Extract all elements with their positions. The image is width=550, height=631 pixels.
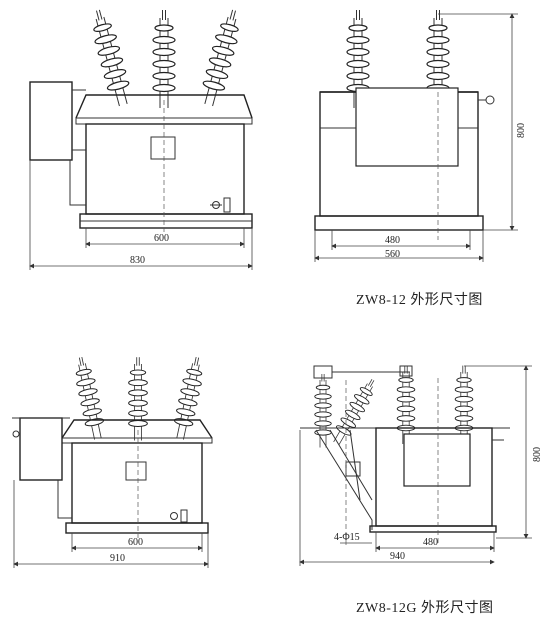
dim-4-phi15: 4-Φ15 bbox=[334, 532, 360, 543]
g-side-bushing-right bbox=[454, 365, 474, 445]
zw8-12g-front-view: 600 910 bbox=[12, 354, 213, 568]
dim-480-b: 480 bbox=[423, 537, 438, 548]
zw8-12-front-view: 600 830 bbox=[29, 6, 253, 270]
side-panel bbox=[355, 87, 459, 167]
dim-940: 940 bbox=[390, 551, 405, 562]
dim-560: 560 bbox=[385, 249, 400, 260]
caption-zw8-12: ZW8-12 外形尺寸图 bbox=[356, 292, 483, 308]
g-mechanism-box bbox=[19, 417, 63, 481]
zw8-12-side-view: 480 560 800 bbox=[314, 9, 527, 262]
nameplate bbox=[150, 136, 176, 160]
dim-800-a: 800 bbox=[516, 123, 527, 138]
g-bushing-right bbox=[170, 354, 208, 442]
g-side-bushing-left bbox=[396, 365, 416, 445]
bushing-center bbox=[152, 9, 176, 109]
dim-830: 830 bbox=[130, 255, 145, 266]
dim-480-a: 480 bbox=[385, 235, 400, 246]
dim-910: 910 bbox=[110, 553, 125, 564]
zw8-12g-side-view: 4-Φ15 480 940 800 bbox=[299, 365, 543, 566]
disconnector-blade bbox=[328, 375, 381, 449]
g-bushing-left bbox=[70, 354, 108, 442]
caption-zw8-12g: ZW8-12G 外形尺寸图 bbox=[356, 600, 494, 616]
dim-600-b: 600 bbox=[128, 537, 143, 548]
g-tank-body bbox=[71, 442, 203, 524]
bushing-right bbox=[197, 6, 246, 109]
dim-800-b: 800 bbox=[532, 447, 543, 462]
dim-600-a: 600 bbox=[154, 233, 169, 244]
disconnector-insulator bbox=[314, 373, 332, 448]
mechanism-box bbox=[29, 81, 73, 161]
g-bushing-center bbox=[128, 356, 148, 442]
bushing-left bbox=[86, 6, 135, 109]
